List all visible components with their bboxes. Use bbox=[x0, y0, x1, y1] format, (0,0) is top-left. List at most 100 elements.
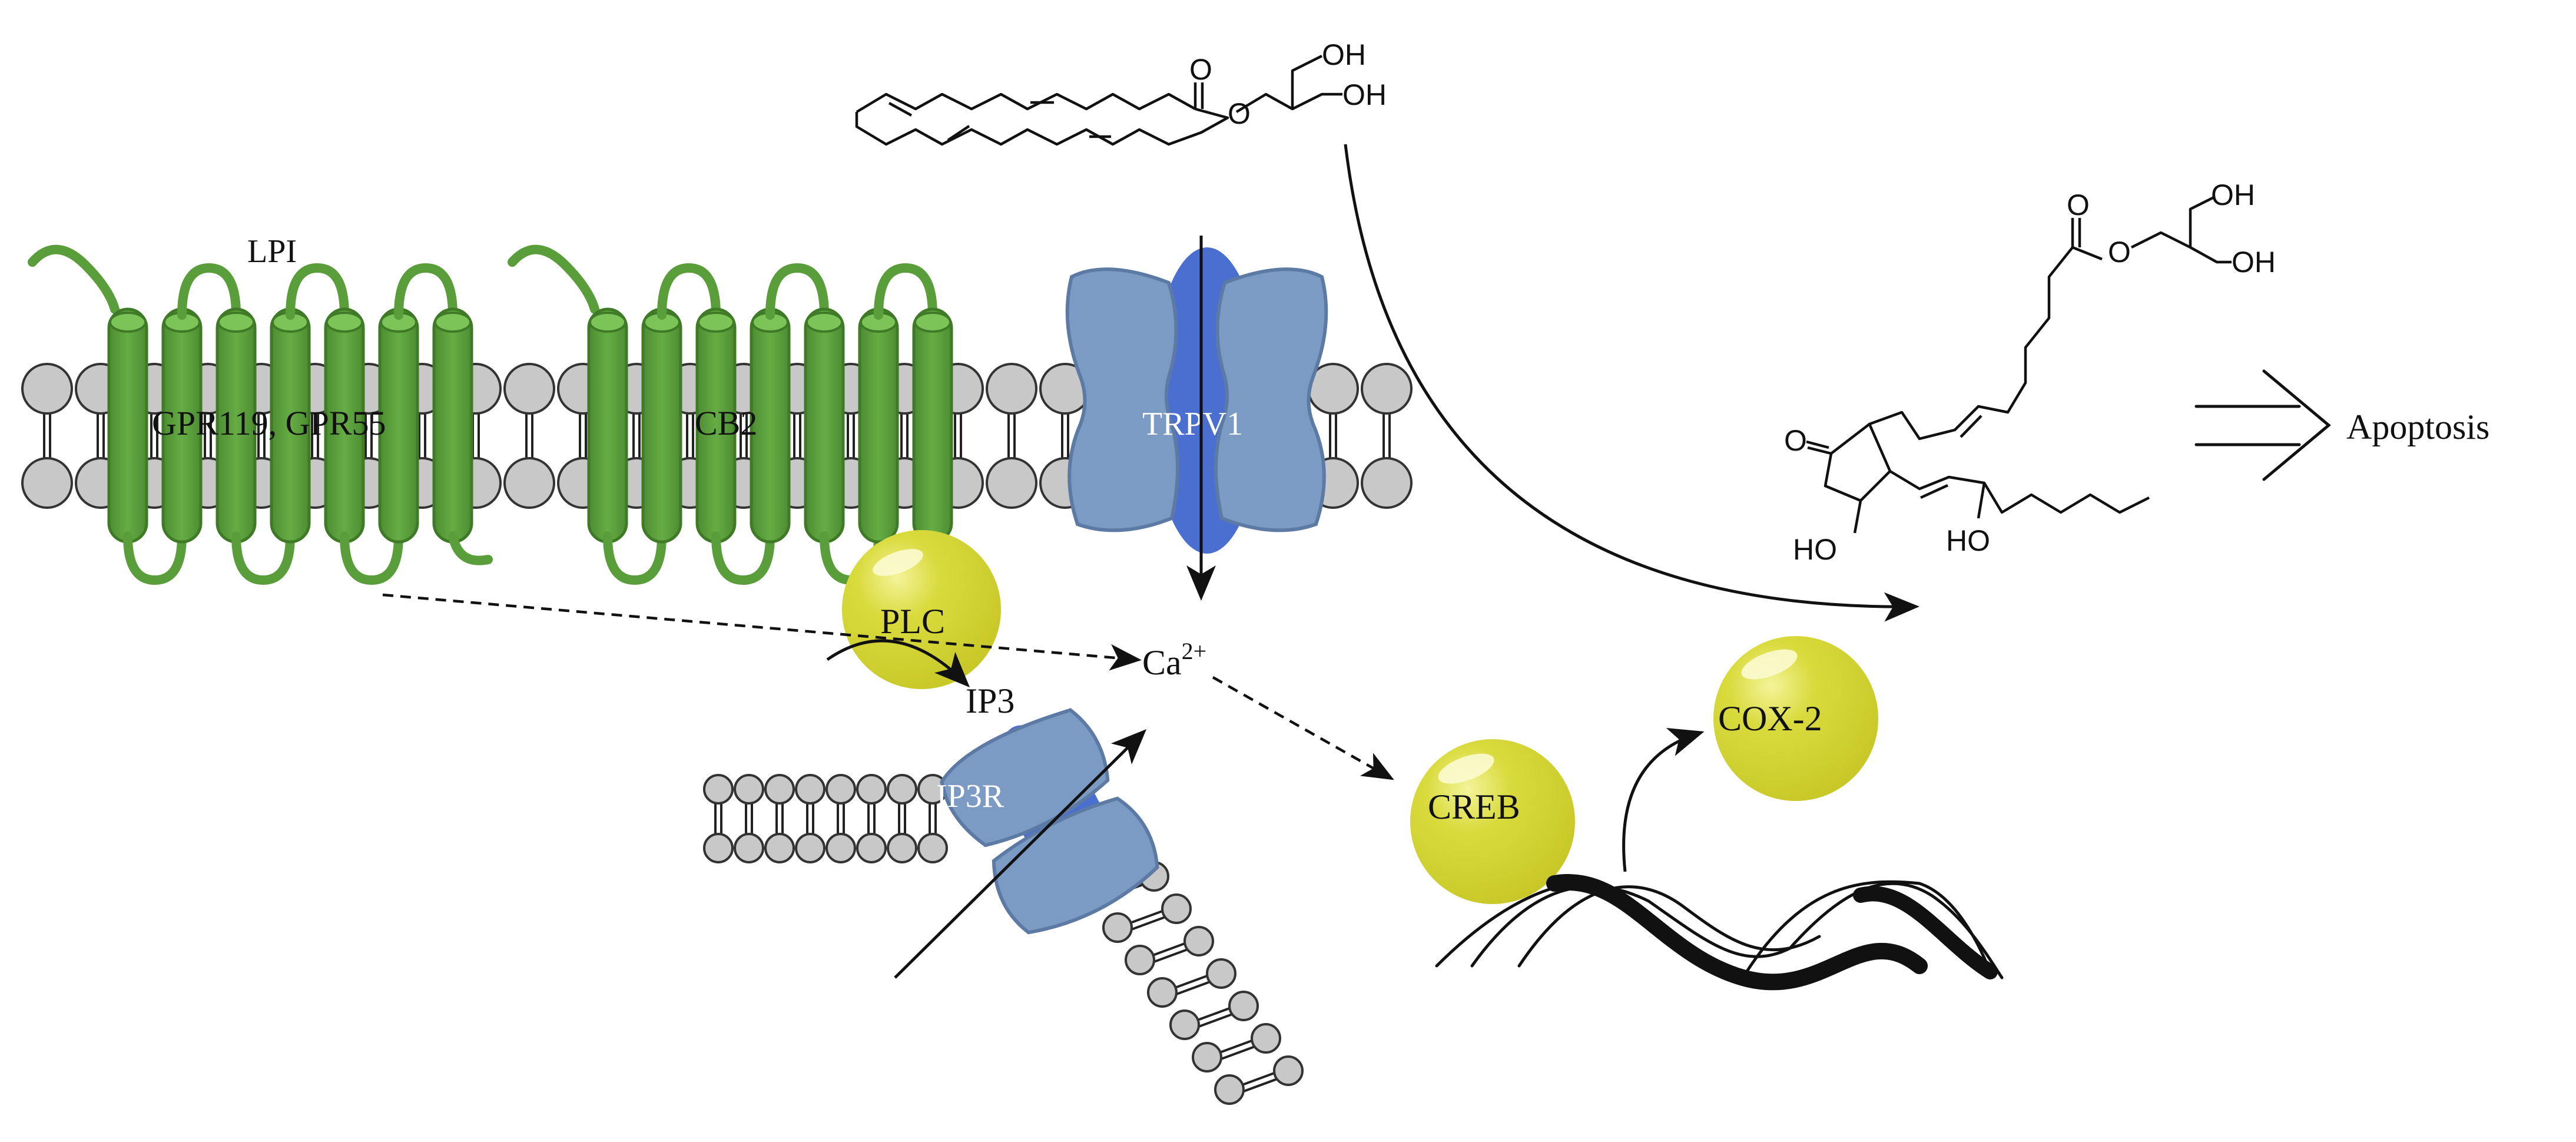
phospholipid bbox=[503, 363, 555, 509]
2ag-ester-o: O bbox=[1228, 97, 1251, 130]
lipid-head bbox=[856, 833, 887, 863]
helix-loop bbox=[177, 263, 241, 320]
pg-chain-ho bbox=[1977, 482, 1986, 519]
helix-cap bbox=[326, 312, 363, 333]
lipid-head bbox=[503, 457, 555, 509]
dna-strand-3 bbox=[1517, 885, 1821, 968]
helix-loop bbox=[123, 531, 187, 585]
trpv1-channel: TRPV1 bbox=[1065, 247, 1328, 554]
helix-loop bbox=[603, 531, 667, 585]
creb-protein: CREB bbox=[1410, 739, 1575, 904]
helix-loop bbox=[231, 531, 295, 585]
pg-ester-carbonyl bbox=[2071, 218, 2081, 247]
helix-cap bbox=[434, 312, 472, 333]
plc-highlight bbox=[873, 549, 923, 576]
dna-icon bbox=[1435, 874, 2004, 991]
pg-oh2: OH bbox=[2232, 246, 2276, 279]
helix-loop bbox=[874, 263, 937, 320]
lipid-head bbox=[764, 833, 795, 863]
pg-omega-chain bbox=[1889, 470, 2150, 514]
lipid-head bbox=[503, 363, 555, 415]
lipid-head bbox=[764, 774, 795, 805]
helix-body bbox=[641, 307, 682, 544]
lipid-head bbox=[1206, 958, 1236, 989]
creb-highlight bbox=[1438, 753, 1494, 784]
helix-loop bbox=[711, 531, 775, 585]
arrow-ca-to-creb bbox=[1212, 676, 1394, 780]
lipid-head bbox=[825, 774, 856, 805]
arrow-gpcr-to-ca bbox=[382, 593, 1142, 671]
transmembrane-helix bbox=[912, 307, 953, 544]
ip3r-lower-subunit bbox=[992, 796, 1159, 935]
lipid-head bbox=[21, 363, 73, 415]
apoptosis-label: Apoptosis bbox=[2346, 408, 2489, 446]
trpv1-left-subunit bbox=[1065, 267, 1179, 532]
gpr119-gpr55-receptor bbox=[28, 244, 493, 585]
transmembrane-helix bbox=[804, 307, 883, 585]
pg-omega-double bbox=[1920, 484, 1948, 499]
pg-ring-oxo-label: O bbox=[1784, 424, 1807, 457]
lipid-head bbox=[1228, 991, 1259, 1021]
lipid-head bbox=[1102, 912, 1133, 943]
cb2-label: CB2 bbox=[695, 404, 757, 442]
helix-loop bbox=[394, 263, 457, 320]
lipid-head bbox=[1251, 1023, 1281, 1054]
pg-ring-oxo bbox=[1806, 440, 1832, 455]
helix-loop bbox=[286, 263, 349, 320]
phospholipid bbox=[1361, 363, 1413, 509]
2ag-molecule bbox=[855, 54, 1342, 146]
lipid-head bbox=[1161, 893, 1192, 924]
phospholipid bbox=[1147, 958, 1236, 1008]
lipid-head bbox=[887, 833, 917, 863]
phospholipid bbox=[1125, 926, 1214, 975]
gpr119-gpr55-label: GPR119, GPR55 bbox=[152, 404, 386, 442]
2ag-oh2: OH bbox=[1342, 78, 1387, 111]
pg-ester-o: O bbox=[2108, 236, 2131, 269]
helix-body bbox=[587, 307, 628, 544]
plc-label: PLC bbox=[880, 602, 945, 641]
implies-arrow bbox=[2194, 369, 2331, 481]
transmembrane-helix bbox=[378, 263, 457, 544]
phospholipid bbox=[887, 774, 917, 863]
er-membrane bbox=[703, 774, 1304, 1105]
helix-body bbox=[107, 307, 148, 544]
c-terminus bbox=[448, 531, 493, 565]
phospholipid bbox=[1169, 991, 1259, 1040]
phospholipid bbox=[1102, 893, 1192, 943]
helix-body bbox=[432, 307, 473, 544]
helix-cap bbox=[217, 312, 255, 333]
lipid-head bbox=[887, 774, 917, 805]
cox2-label: COX-2 bbox=[1718, 699, 1822, 738]
ip3-label: IP3 bbox=[966, 681, 1015, 720]
helix-loop bbox=[765, 263, 829, 320]
n-terminus bbox=[28, 244, 120, 314]
transmembrane-helix bbox=[216, 307, 295, 585]
2ag-oxo: O bbox=[1189, 53, 1212, 86]
arrow-plc-to-ip3 bbox=[826, 639, 970, 688]
dna-strand-bold-2 bbox=[1853, 886, 1998, 979]
lpi-label: LPI bbox=[247, 233, 297, 270]
trpv1-label: TRPV1 bbox=[1142, 406, 1243, 442]
pg-oxo: O bbox=[2067, 188, 2090, 221]
ip3r-channel bbox=[940, 708, 1159, 935]
lipid-head bbox=[1169, 1009, 1200, 1040]
phospholipid bbox=[825, 774, 856, 863]
ip3r-label: IP3R bbox=[936, 778, 1004, 815]
pg-oh1: OH bbox=[2211, 178, 2255, 211]
2ag-carbonyl bbox=[1193, 82, 1204, 109]
helix-cap bbox=[805, 312, 843, 333]
phospholipid bbox=[734, 774, 764, 863]
lipid-head bbox=[1361, 457, 1413, 509]
lipid-head bbox=[1192, 1042, 1222, 1073]
lipid-head bbox=[1147, 977, 1178, 1008]
phospholipid bbox=[21, 363, 73, 509]
helix-cap bbox=[697, 312, 735, 333]
phospholipid bbox=[1214, 1055, 1304, 1105]
phospholipid bbox=[856, 774, 887, 863]
pg-alpha-chain bbox=[1869, 246, 2103, 441]
helix-cap bbox=[914, 312, 952, 333]
phospholipid bbox=[986, 363, 1037, 509]
arrow-ip3r-release bbox=[894, 729, 1147, 979]
transmembrane-helix bbox=[432, 307, 473, 544]
